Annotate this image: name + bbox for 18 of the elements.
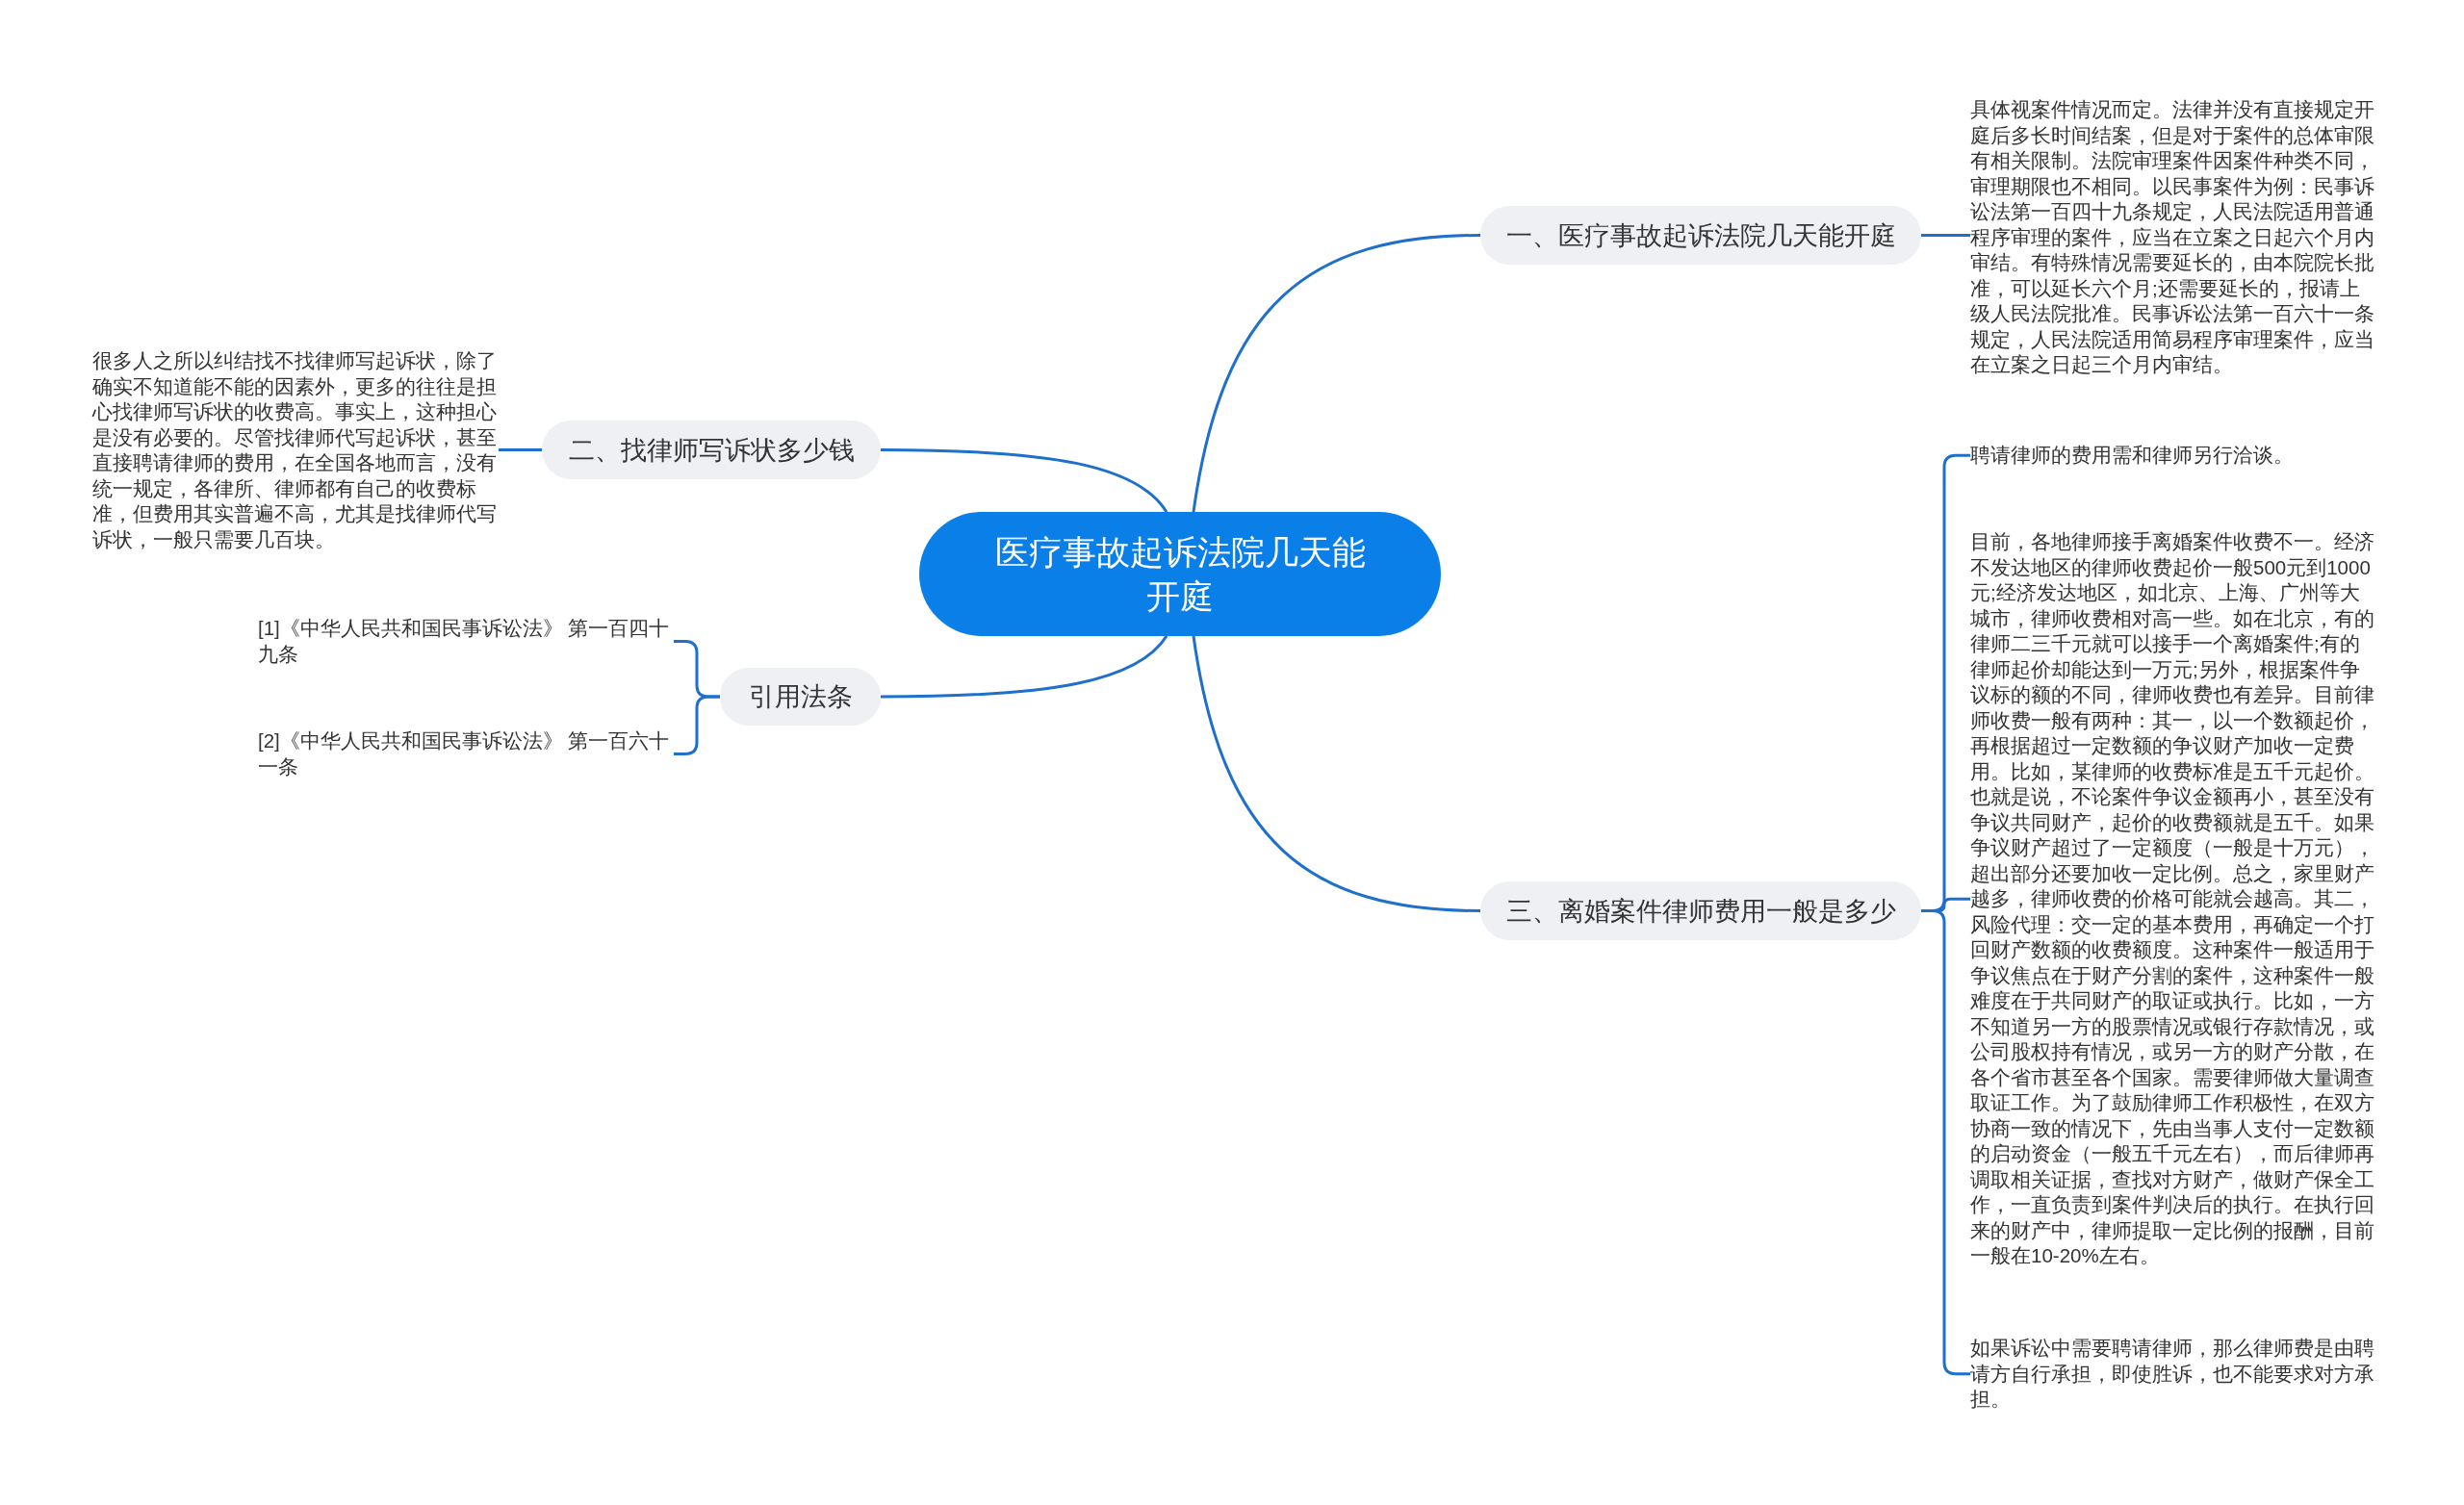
topic-pill: 三、离婚案件律师费用一般是多少 [1480, 881, 1921, 940]
topic-pill: 一、医疗事故起诉法院几天能开庭 [1480, 206, 1921, 265]
connector-line [1921, 234, 1970, 237]
paragraph-text: 目前，各地律师接手离婚案件收费不一。经济不发达地区的律师收费起价一般500元到1000元;经济发达地区，如北京、上海、广州等大城市，律师收费相对高一些。如在北京，有的律师二三千元就可以接手一个离婚案件;有的律师起价却能达到一万元;另外，根据案件争议标的额的不同，律师收费也有差异。目前律师收费一般有两种：其一，以一个数额起价，再根据超过一定数额的争议财产加收一定费用。比如，某律师的收费标准是五千元起价。也就是说，不论案件争议金额再小，甚至没有争议共同财产，起价的收费额就是五千。如果争议财产超过了一定额度（一般是十万元），超出部分还要加收一定比例。总之，家里财产越多，律师收费的价格可能就会越高。其二，风险代理：交一定的基本费用，再确定一个打回财产数额的收费额度。这种案件一般适用于争议焦点在于财产分割的案件，这种案件一般难度在于共同财产的取证或执行。比如，一方不知道另一方的股票情况或银行存款情况，或公司股权持有情况，或另一方的财产分散，在各个省市甚至各个国家。需要律师做大量调查取证工作。为了鼓励律师工作积极性，在双方协商一致的情况下，先由当事人支付一定数额的启动资金（一般五千元左右），而后律师再调取相关证据，查找对方财产，做财产保全工作，一直负责到案件判决后的执行。在执行回来的财产中，律师提取一定比例的报酬，目前一般在10-20%左右。 [1970, 529, 2376, 1269]
paragraph-text: 很多人之所以纠结找不找律师写起诉状，除了确实不知道能不能的因素外，更多的往往是担心找律师写诉状的收费高。事实上，这种担心是没有必要的。尽管找律师代写起诉状，甚至直接聘请律师的费用，在全国各地而言，没有统一规定，各律所、律师都有自己的收费标准，但费用其实普遍不高，尤其是找律师代写诉状，一般只需要几百块。 [92, 348, 499, 552]
paragraph-text: 具体视案件情况而定。法律并没有直接规定开庭后多长时间结案，但是对于案件的总体审限有相关限制。法院审理案件因案件种类不同，审理期限也不相同。以民事案件为例：民事诉讼法第一百四十九条规定，人民法院适用普通程序审理的案件，应当在立案之日起六个月内审结。有特殊情况需要延长的，由本院院长批准，可以延长六个月;还需要延长的，报请上级人民法院批准。民事诉讼法第一百六十一条规定，人民法院适用简易程序审理案件，应当在立案之日起三个月内审结。 [1970, 97, 2376, 378]
topic-pill: 二、找律师写诉状多少钱 [542, 421, 881, 479]
connector-line [1192, 234, 1481, 513]
connector-line [881, 635, 1168, 699]
citation-text: [1]《中华人民共和国民事诉讼法》 第一百四十九条 [258, 616, 674, 667]
citation-text: [2]《中华人民共和国民事诉讼法》 第一百六十一条 [258, 728, 674, 779]
connector-line [881, 448, 1168, 513]
note-text: 聘请律师的费用需和律师另行洽谈。 [1970, 443, 2376, 469]
note-text: 如果诉讼中需要聘请律师，那么律师费是由聘请方自行承担，即使胜诉，也不能要求对方承担。 [1970, 1336, 2376, 1413]
connector-line [1192, 635, 1481, 912]
topic-pill: 引用法条 [720, 668, 881, 726]
central-topic: 医疗事故起诉法院几天能开庭 [919, 512, 1441, 636]
connector-line [499, 448, 542, 451]
